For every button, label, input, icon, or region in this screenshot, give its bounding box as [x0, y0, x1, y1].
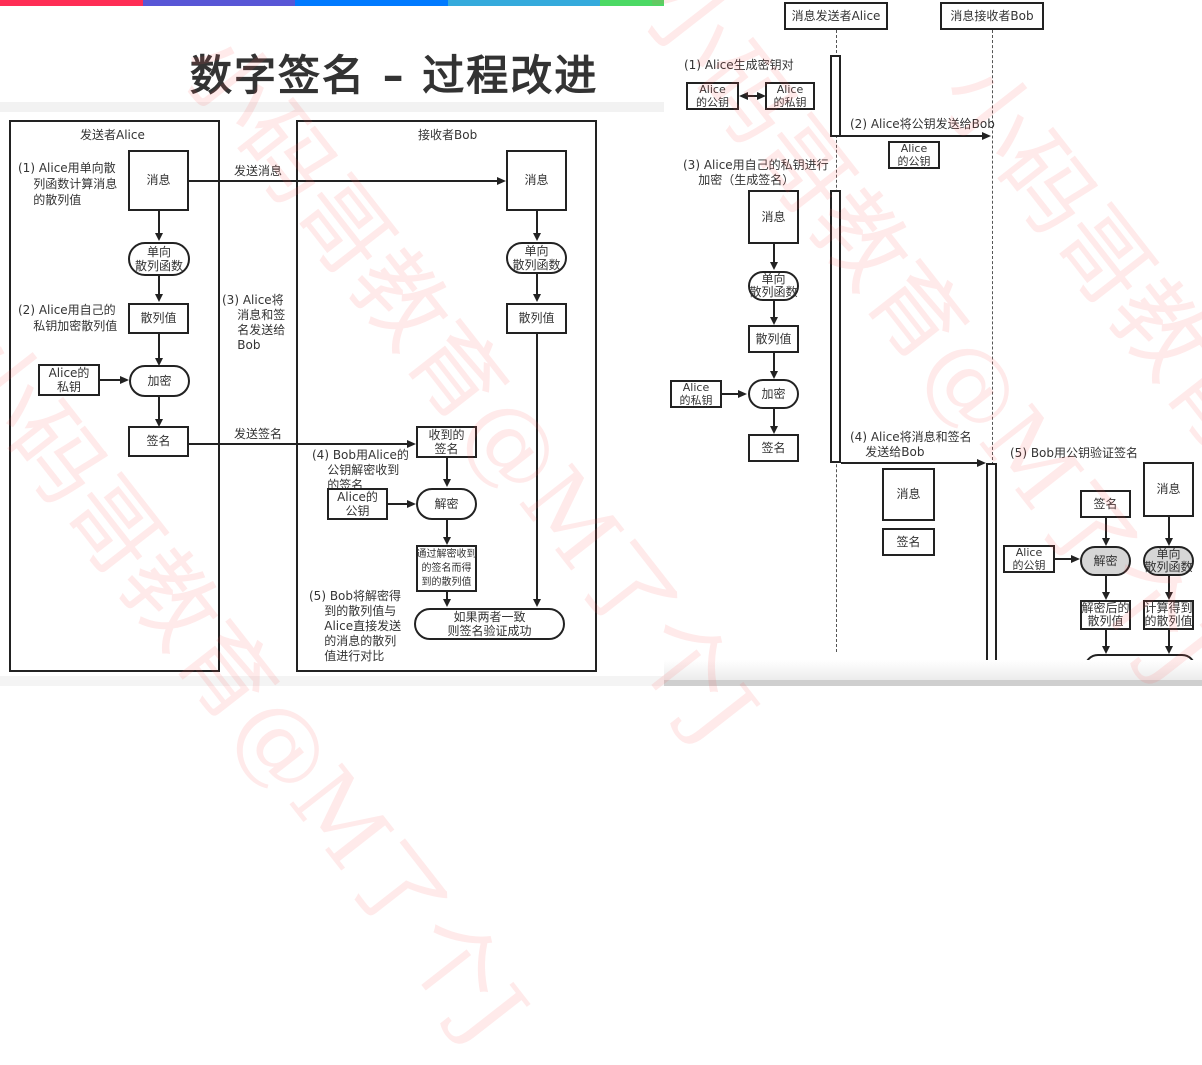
receiver-lifeline: [992, 30, 993, 465]
sign-hash-value-box: 散列值: [748, 325, 799, 353]
sign-encrypt-step: 加密: [748, 379, 799, 409]
slide-bottom-band: [0, 676, 670, 686]
received-signature-box: 收到的 签名: [416, 426, 477, 458]
step3-label: (3) Alice将 消息和签 名发送给 Bob: [222, 293, 286, 352]
sender-hash-function: 单向 散列函数: [128, 242, 190, 276]
receiver-frame: [296, 120, 597, 672]
sender-activation-1: [830, 55, 841, 137]
verify-signature-box: 签名: [1080, 490, 1131, 518]
seq-step3-label: (3) Alice用自己的私钥进行 加密（生成签名）: [683, 158, 829, 187]
seq-step5-label: (5) Bob用公钥验证签名: [1010, 446, 1139, 460]
sender-signature-box: 签名: [128, 426, 189, 457]
edge-label-send-message: 发送消息: [234, 164, 283, 178]
computed-hash-box: 计算得到 的散列值: [1143, 600, 1194, 630]
step2-label: (2) Alice用自己的 私钥加密散列值: [18, 303, 118, 333]
receiver-hash-value-box: 散列值: [506, 303, 567, 334]
verification-result: 如果两者一致 则签名验证成功: [414, 608, 565, 640]
top-bar-segment-purple: [143, 0, 295, 6]
lifeline-sender-header: 消息发送者Alice: [784, 2, 888, 30]
edge-label-send-signature: 发送签名: [234, 427, 283, 441]
seq-step4-label: (4) Alice将消息和签名 发送给Bob: [850, 430, 972, 459]
step5-label: (5) Bob将解密得 到的散列值与 Alice直接发送 的消息的散列 值进行对…: [309, 589, 402, 663]
sign-private-key-box: Alice 的私钥: [670, 380, 722, 408]
seq-step2-label: (2) Alice将公钥发送给Bob: [850, 117, 995, 131]
bundle-message-box: 消息: [882, 468, 935, 521]
receiver-message-box: 消息: [506, 150, 567, 211]
step4-label: (4) Bob用Alice的 公钥解密收到 的签名: [312, 448, 409, 492]
seq-step1-label: (1) Alice生成密钥对: [684, 58, 794, 72]
sent-public-key-box: Alice 的公钥: [888, 141, 940, 169]
verify-hash-function: 单向 散列函数: [1143, 546, 1194, 576]
sender-private-key-box: Alice的 私钥: [38, 364, 100, 396]
sender-frame-title: 发送者Alice: [80, 128, 145, 142]
keypair-private-key: Alice 的私钥: [765, 82, 815, 110]
sender-frame: [9, 120, 220, 672]
sign-signature-box: 签名: [748, 434, 799, 462]
lifeline-receiver-header: 消息接收者Bob: [940, 2, 1044, 30]
sender-activation-2: [830, 190, 841, 463]
verify-message-box: 消息: [1143, 462, 1194, 517]
bundle-signature-box: 签名: [882, 528, 935, 556]
sender-hash-value-box: 散列值: [128, 303, 189, 334]
sender-encrypt-step: 加密: [129, 365, 190, 397]
slide-title: 数字签名 – 过程改进: [190, 51, 599, 100]
sign-hash-function: 单向 散列函数: [748, 271, 799, 301]
title-divider: [0, 102, 664, 112]
step1-label: (1) Alice用单向散 列函数计算消息 的散列值: [18, 161, 118, 207]
verify-decrypt-step: 解密: [1080, 546, 1131, 576]
receiver-decrypt-step: 解密: [416, 488, 477, 520]
receiver-frame-title: 接收者Bob: [418, 128, 478, 142]
top-bar-segment-cyan: [448, 0, 600, 6]
receiver-activation: [986, 463, 997, 683]
top-bar-segment-green: [600, 0, 664, 6]
top-bar-segment-blue: [295, 0, 448, 6]
top-bar-segment-red: [0, 0, 143, 6]
receiver-public-key-box: Alice的 公钥: [327, 488, 388, 520]
verify-public-key-box: Alice 的公钥: [1003, 545, 1055, 573]
sign-message-box: 消息: [748, 190, 799, 244]
right-bottom-edge: [664, 680, 1202, 686]
sender-message-box: 消息: [128, 150, 189, 211]
decrypted-hash-box-right: 解密后的 散列值: [1080, 600, 1131, 630]
receiver-hash-function: 单向 散列函数: [506, 242, 567, 274]
decrypted-hash-box: 通过解密收到 的签名而得 到的散列值: [416, 545, 477, 592]
keypair-public-key: Alice 的公钥: [686, 82, 739, 110]
